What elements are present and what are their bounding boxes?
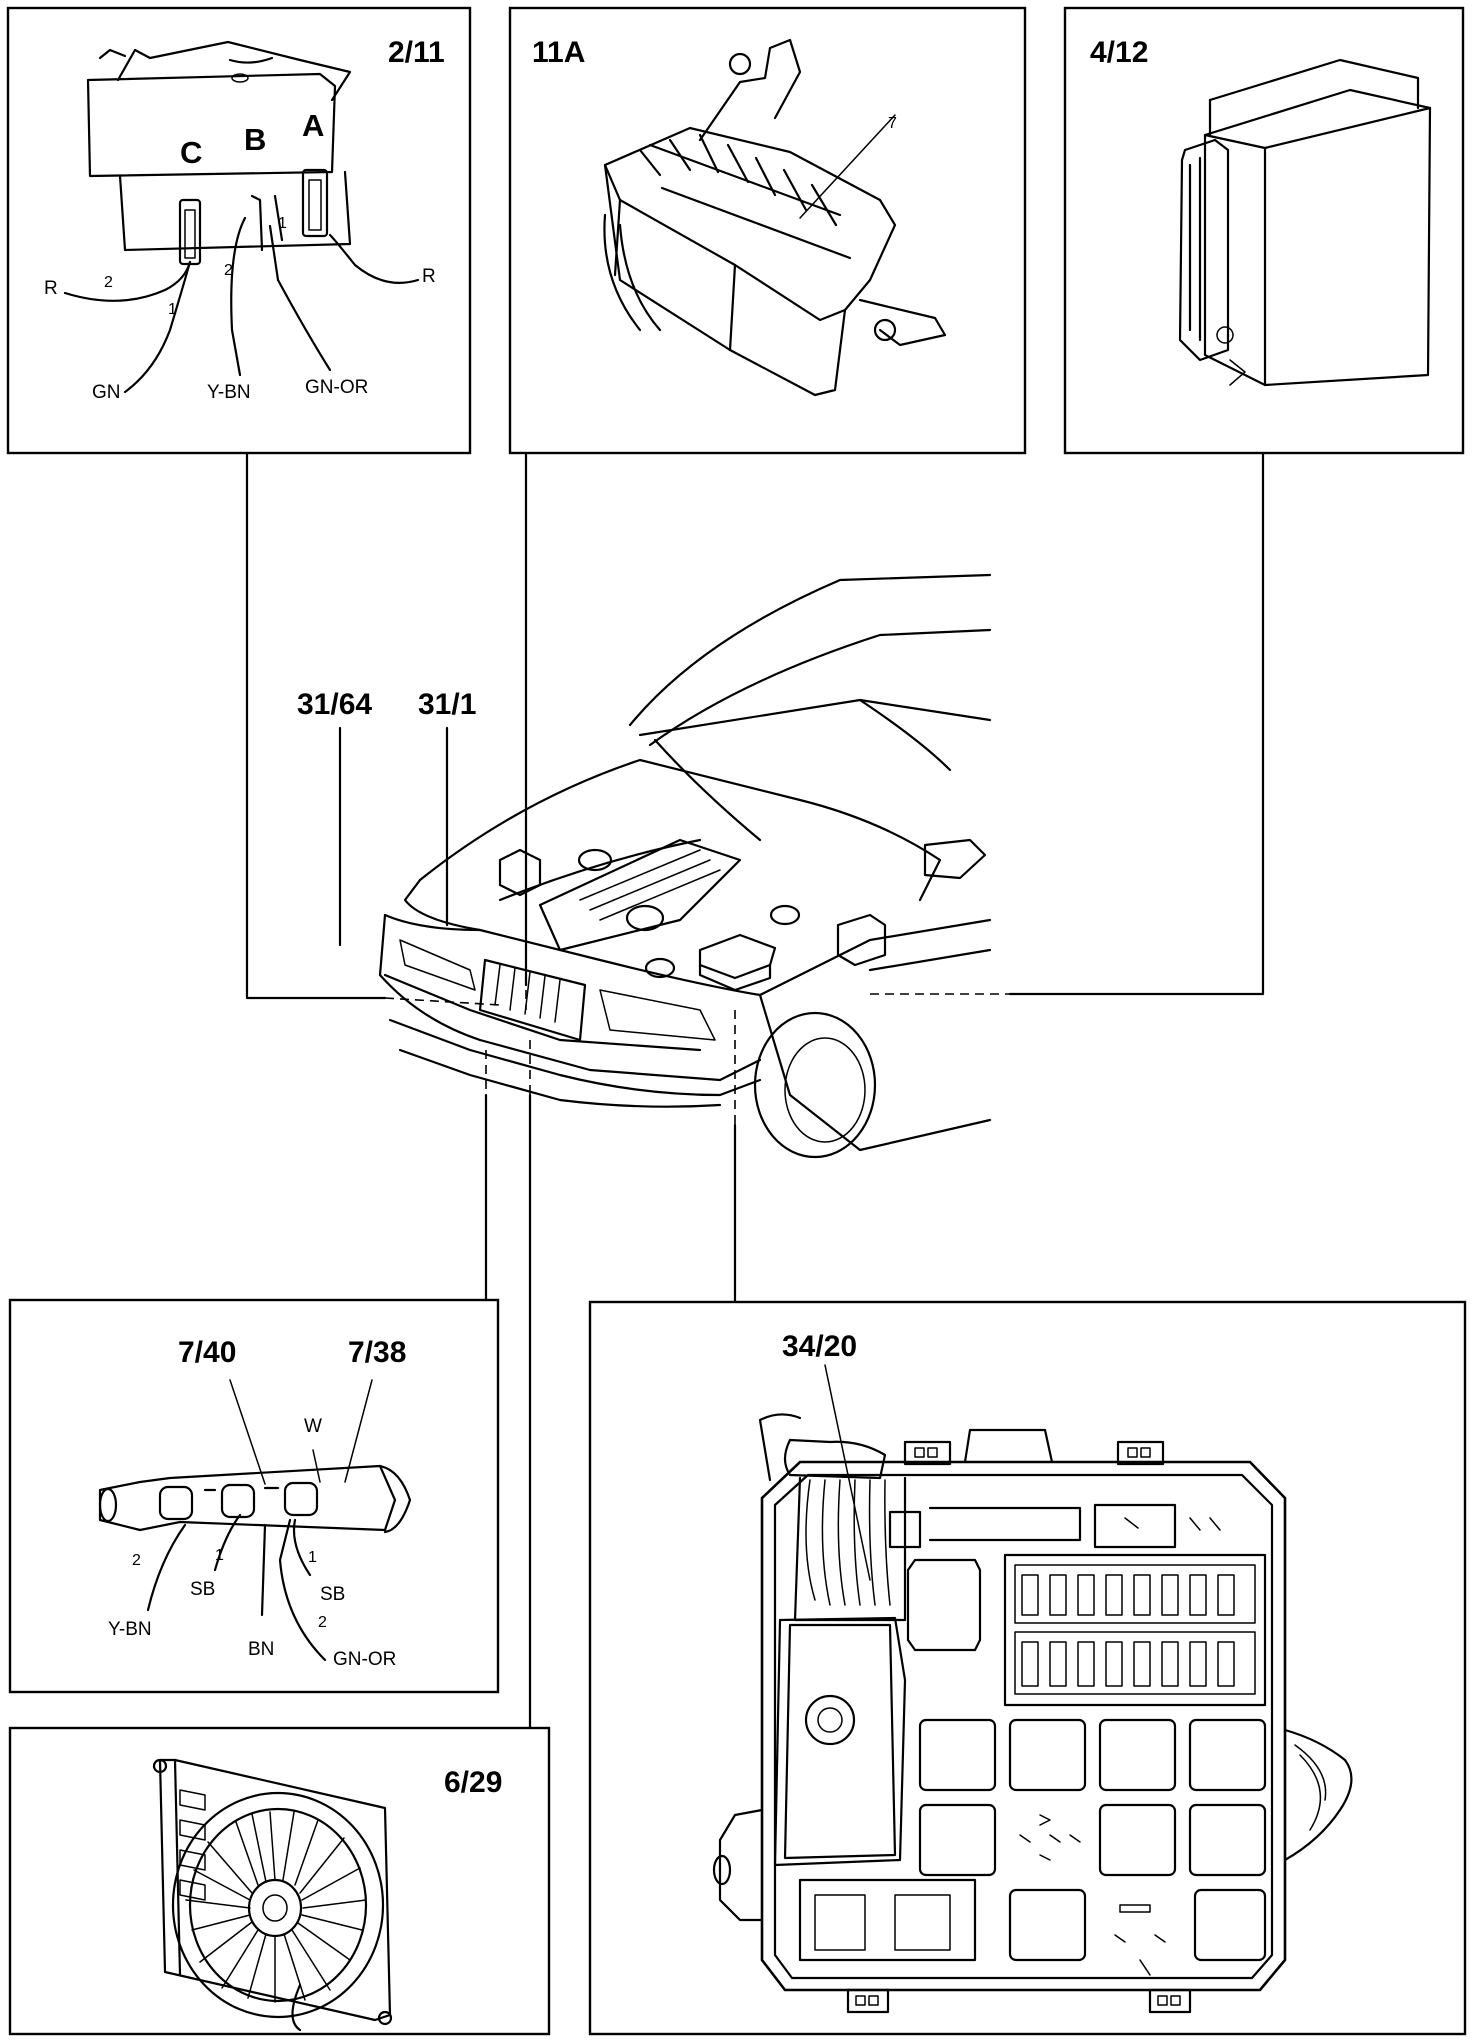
switch-pin-2-right: 2 bbox=[318, 1614, 327, 1631]
central-electronics-panel: 34/20 bbox=[588, 1300, 1467, 2036]
relay-pin-1-left: 1 bbox=[168, 301, 177, 318]
car-drawing: 31/64 31/1 bbox=[297, 573, 992, 1159]
fan-panel: 6/29 bbox=[8, 1726, 551, 2036]
relay-wire-r-right: R bbox=[422, 266, 436, 287]
switch-wire-sb-right: SB bbox=[320, 1584, 345, 1605]
relay-terminal-b: B bbox=[244, 122, 266, 157]
switch-wire-bn: BN bbox=[248, 1639, 274, 1660]
switch-pin-1-right: 1 bbox=[308, 1549, 317, 1566]
central-electronics-panel-label: 34/20 bbox=[782, 1330, 857, 1363]
relay-icon: C B A bbox=[86, 40, 352, 266]
switch-wire-y-bn: Y-BN bbox=[108, 1619, 152, 1640]
control-module-icon bbox=[1178, 58, 1432, 387]
pressure-switch-panel: 7/40 7/38 W Y-BN SB BN SB GN-OR 2 1 1 2 bbox=[8, 1298, 500, 1694]
central-electronics-icon bbox=[712, 1364, 1353, 2014]
switch-wire-sb-left: SB bbox=[190, 1579, 215, 1600]
relay-pin-2-left: 2 bbox=[104, 274, 113, 291]
relay-terminal-c: C bbox=[180, 135, 202, 170]
switch-label-7-38: 7/38 bbox=[348, 1336, 406, 1369]
switch-label-7-40: 7/40 bbox=[178, 1336, 236, 1369]
car-label-31-1: 31/1 bbox=[418, 688, 476, 721]
relay-wire-gn-or: GN-OR bbox=[305, 377, 368, 398]
relay-terminal-a: A bbox=[302, 108, 324, 143]
switch-wire-gn-or: GN-OR bbox=[333, 1649, 396, 1670]
relay-wire-y-bn: Y-BN bbox=[207, 382, 251, 403]
relay-wire-gn: GN bbox=[92, 382, 121, 403]
radiator-fan-icon bbox=[152, 1758, 393, 2032]
switch-pin-1-left: 1 bbox=[215, 1547, 224, 1564]
relay-pin-2-mid: 2 bbox=[224, 262, 233, 279]
fusebox-callout-7: 7 bbox=[888, 115, 897, 132]
car-label-31-64: 31/64 bbox=[297, 688, 372, 721]
fusebox-icon: 7 bbox=[603, 38, 947, 397]
switch-pin-2-left: 2 bbox=[132, 1552, 141, 1569]
control-module-panel: 4/12 bbox=[1063, 6, 1465, 455]
relay-pin-1-right: 1 bbox=[278, 215, 287, 232]
leader-lines bbox=[245, 451, 1265, 1730]
switch-wire-w: W bbox=[304, 1416, 322, 1437]
fan-panel-label: 6/29 bbox=[444, 1766, 502, 1799]
relay-panel: 2/11 C B A R GN Y-BN GN-OR R 2 bbox=[6, 6, 472, 455]
relay-wire-r-left: R bbox=[44, 278, 58, 299]
engine-fusebox-panel-label: 11A bbox=[532, 36, 585, 69]
relay-panel-label: 2/11 bbox=[388, 36, 445, 69]
engine-fusebox-panel: 11A 7 bbox=[508, 6, 1027, 455]
control-module-panel-label: 4/12 bbox=[1090, 36, 1148, 69]
